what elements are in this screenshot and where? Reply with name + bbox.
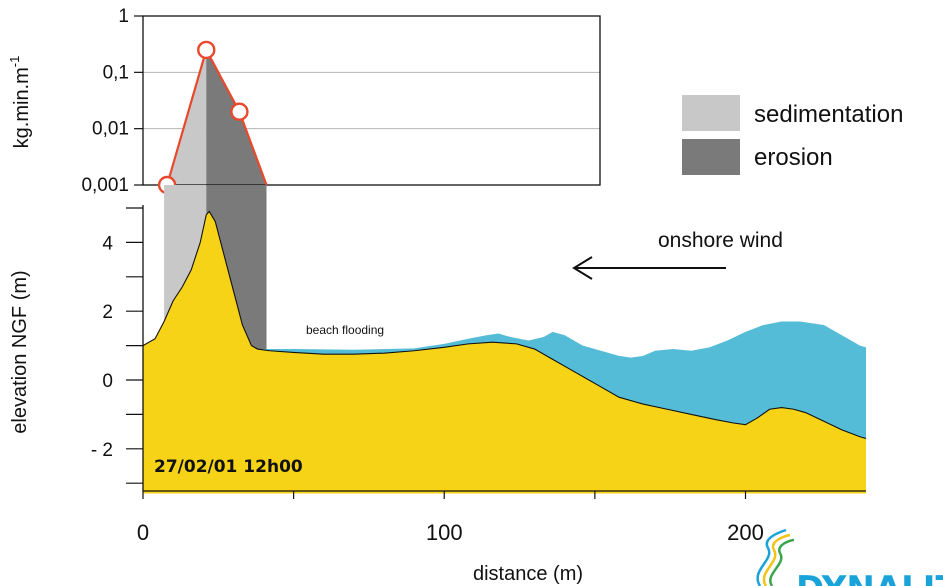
flux-plot-frame xyxy=(142,15,601,186)
flux-y-tick-label: 1 xyxy=(118,6,129,27)
flux-y-tick-label: 0,1 xyxy=(103,62,129,83)
profile-y-axis-title: elevation NGF (m) xyxy=(9,270,31,433)
wind-label: onshore wind xyxy=(658,229,783,252)
profile-panel: - 2 0 2 4 0 100 200 elevation NGF (m) distanc… xyxy=(9,185,867,585)
profile-y-tick-label: 2 xyxy=(102,302,113,323)
ground-area xyxy=(143,211,866,494)
flux-y-axis-title-exponent: -1 xyxy=(7,56,22,68)
beach-flooding-label: beach flooding xyxy=(306,323,384,337)
flux-y-tick-label: 0,01 xyxy=(92,119,129,140)
flux-y-tick-label: 0,001 xyxy=(81,175,129,196)
flux-panel: 0,001 0,01 0,1 1 kg.min.m-1 xyxy=(7,6,601,196)
dynalit-logo: DYNALIT xyxy=(756,528,943,586)
profile-x-tick-label: 200 xyxy=(727,520,764,545)
ground-profile-line xyxy=(142,210,867,440)
flux-y-ticks: 0,001 0,01 0,1 1 xyxy=(81,6,143,196)
profile-x-axis-title: distance (m) xyxy=(473,563,583,585)
profile-x-tick-label: 100 xyxy=(426,520,463,545)
flux-marker xyxy=(230,102,249,121)
profile-x-ticks: 0 100 200 xyxy=(137,491,764,545)
logo-lettering: DYNALIT xyxy=(796,569,943,586)
legend-label-erosion: erosion xyxy=(754,144,833,171)
profile-y-tick-label: 0 xyxy=(102,371,113,392)
wind-annotation: onshore wind xyxy=(572,229,783,280)
legend-label-sedimentation: sedimentation xyxy=(754,101,903,128)
legend-swatch-erosion xyxy=(682,139,740,175)
logo-emblem xyxy=(756,528,795,586)
flux-series-line xyxy=(166,47,268,186)
date-label: 27/02/01 12h00 xyxy=(154,457,303,477)
profile-y-ticks: - 2 0 2 4 xyxy=(91,207,143,484)
legend-swatch-sedimentation xyxy=(682,95,740,131)
legend: sedimentation erosion xyxy=(682,95,903,175)
wind-arrow-head xyxy=(572,256,593,280)
profile-x-tick-label: 0 xyxy=(137,520,149,545)
profile-y-tick-label: - 2 xyxy=(91,440,113,461)
profile-y-tick-label: 4 xyxy=(102,233,113,254)
flux-marker xyxy=(197,40,216,60)
flux-y-axis-title: kg.min.m-1 xyxy=(7,56,33,149)
flux-y-axis-title-text: kg.min.m xyxy=(11,67,33,148)
